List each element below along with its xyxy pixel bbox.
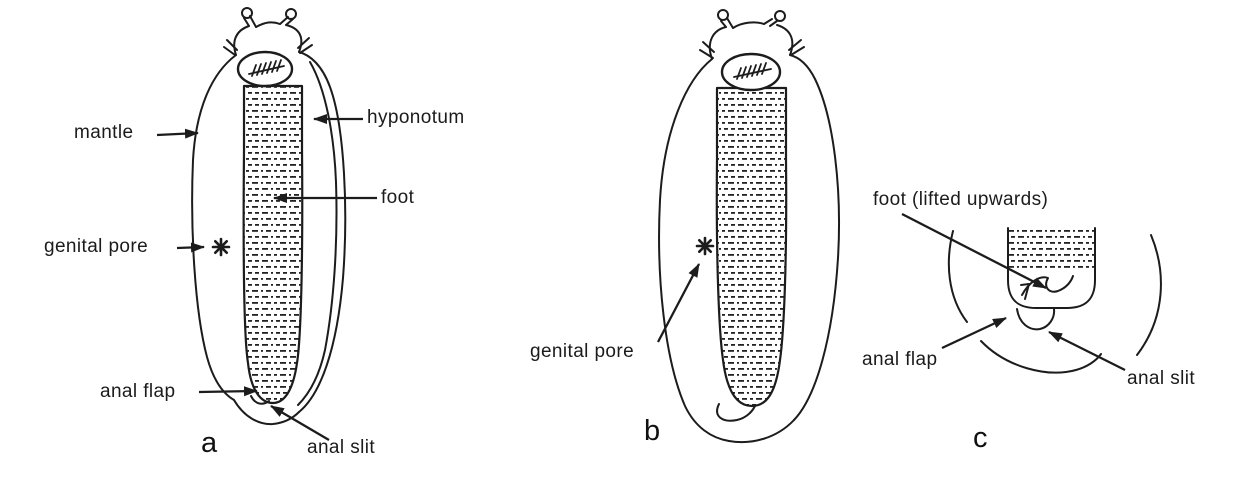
anal-flap-shape-c — [1016, 308, 1056, 331]
mouth-b — [720, 52, 782, 92]
leader-arrows-b — [656, 263, 701, 343]
mouth-slit-a — [248, 59, 285, 77]
left-tentacle-tip-b — [717, 9, 729, 21]
label-anal-flap-a: anal flap — [100, 381, 176, 402]
anal-slit-arrow-a — [270, 405, 330, 441]
genital-pore-marker-b — [695, 236, 715, 256]
leader-arrows-a — [156, 114, 377, 441]
mantle-arrow — [156, 128, 199, 139]
panel-caption-b: b — [644, 415, 661, 447]
label-genital-pore-a: genital pore — [44, 236, 149, 257]
foot-sole-a — [242, 84, 304, 405]
tail-flick-b — [716, 403, 756, 422]
genital-pore-arrow-b — [656, 263, 701, 343]
label-foot-a: foot — [381, 187, 415, 208]
label-anal-slit-a: anal slit — [307, 437, 376, 458]
label-mantle-a: mantle — [74, 122, 134, 143]
label-anal-slit-c: anal slit — [1127, 368, 1196, 389]
left-tentacle-tip-a — [241, 7, 253, 19]
anal-flap-arrow-a — [198, 386, 258, 397]
foot-stub-c — [1007, 227, 1096, 309]
panel-caption-a: a — [201, 427, 218, 459]
anal-flap-arrow-c — [941, 316, 1007, 350]
anal-slit-arrow-c — [1048, 330, 1126, 372]
label-genital-pore-b: genital pore — [530, 341, 635, 362]
label-hyponotum-a: hyponotum — [367, 107, 465, 128]
anal-flap-shape-a — [250, 395, 270, 405]
foot-lifted-arrow-c — [901, 212, 1047, 290]
mouth-slit-b — [733, 62, 772, 80]
head-b — [699, 9, 805, 92]
right-tentacle-tip-b — [774, 10, 786, 22]
right-tentacle-tip-a — [285, 8, 297, 20]
genital-pore-marker-a — [211, 237, 231, 257]
foot-sole-b — [715, 86, 788, 408]
slug-body-b — [658, 9, 840, 444]
label-foot-lifted-c: foot (lifted upwards) — [873, 189, 1049, 210]
genital-pore-arrow-a — [176, 242, 205, 253]
tail-detail-c — [947, 227, 1162, 374]
leader-arrows-c — [901, 212, 1126, 372]
slug-body-a — [191, 7, 347, 426]
label-anal-flap-c: anal flap — [862, 349, 938, 370]
head-a — [223, 7, 313, 88]
mouth-a — [236, 50, 294, 88]
panel-caption-c: c — [973, 422, 988, 454]
